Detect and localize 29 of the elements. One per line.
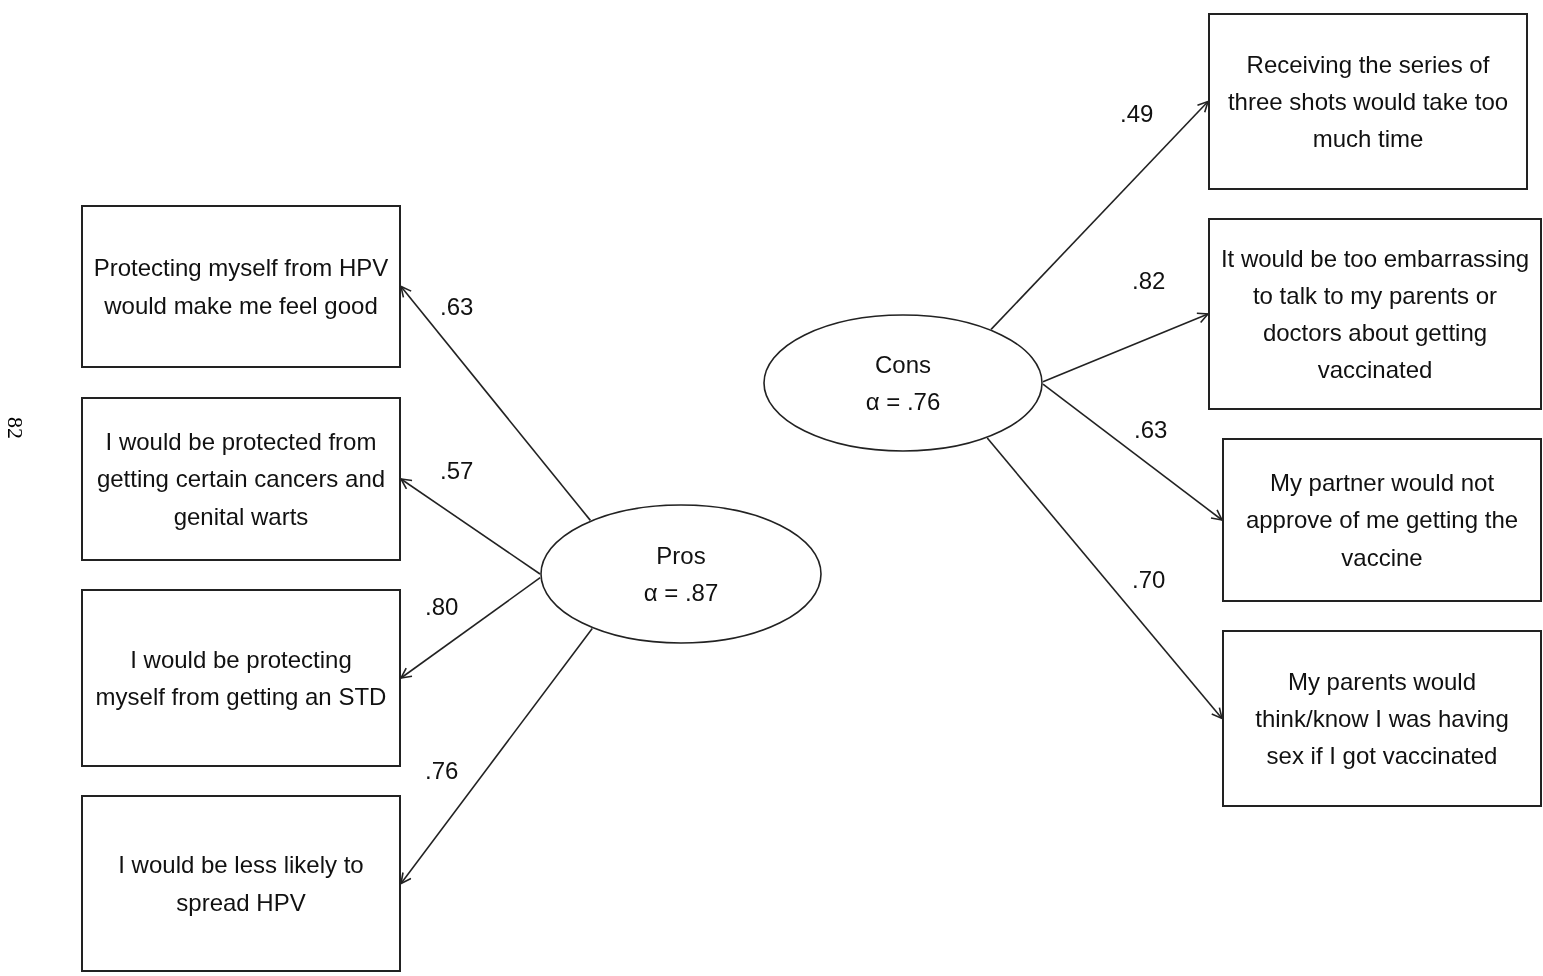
alpha-value: α = .87 (643, 578, 719, 608)
item-text: I would be protecting myself from getting an STD (94, 644, 388, 712)
item-text: My parents would think/know I was having sex if I got vaccinated (1254, 666, 1510, 772)
arrow (400, 478, 541, 575)
arrow (1042, 312, 1209, 383)
arrow (400, 285, 592, 522)
item-text: Receiving the series of three shots would take too much time (1226, 49, 1510, 155)
arrow (400, 576, 541, 679)
item-box (1208, 218, 1542, 410)
item-text: Protecting myself from HPV would make me feel good (93, 253, 389, 321)
item-text: I would be protected from getting certain cancers and genital warts (95, 427, 387, 532)
item-box (1222, 438, 1542, 602)
alpha-value: α = .76 (865, 387, 941, 417)
item-text: I would be less likely to spread HPV (117, 850, 365, 918)
arrow (400, 627, 594, 885)
factor-name: Cons (875, 349, 931, 380)
item-text: My partner would not approve of me getting the vaccine (1244, 468, 1520, 573)
item-box (81, 205, 401, 368)
arrow (990, 100, 1209, 331)
arrow (986, 437, 1223, 720)
arrow (1042, 383, 1223, 521)
factor-name: Pros (656, 540, 706, 571)
item-box (81, 589, 401, 767)
item-box (81, 397, 401, 561)
page-number: 82 (2, 417, 28, 439)
item-box (81, 795, 401, 972)
item-box (1222, 630, 1542, 807)
item-text: It would be too embarrassing to talk to my parents or doctors about getting vaccinated (1220, 243, 1530, 386)
item-box (1208, 13, 1528, 190)
